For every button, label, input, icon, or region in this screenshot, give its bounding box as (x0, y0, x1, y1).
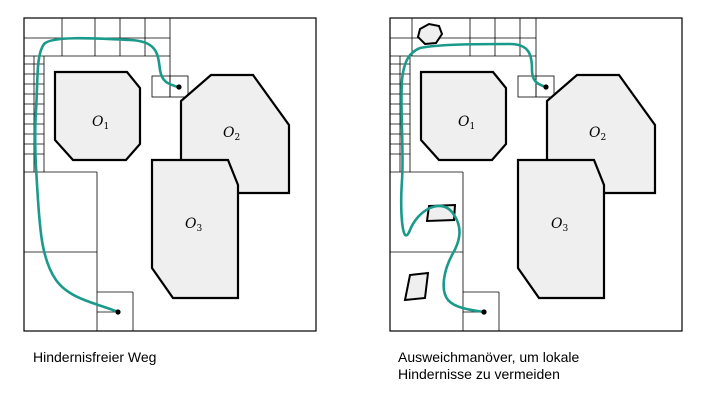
obstacle-o1-right (419, 70, 508, 162)
grid-left (24, 18, 189, 331)
label-o3-right: O3 (551, 216, 568, 234)
obstacle-o3-left (150, 158, 240, 300)
caption-right-line2: Hindernisse zu vermeiden (398, 366, 560, 382)
obstacle-o1-left (53, 70, 142, 162)
local-obstacle-bottom (403, 271, 430, 302)
caption-right-line1: Ausweichmanöver, um lokale (398, 349, 580, 365)
path-right (399, 42, 548, 314)
goal-point-left (176, 84, 182, 90)
local-obstacle-top (416, 22, 444, 46)
label-o2-right: O2 (589, 125, 606, 143)
obstacle-o3-right (516, 158, 606, 300)
panel-left: O1 O2 O3 (23, 17, 317, 332)
label-o3-left: O3 (185, 216, 202, 234)
panel-right: O1 O2 O3 (389, 17, 683, 332)
label-o1-right: O1 (458, 114, 475, 132)
path-left (33, 36, 180, 314)
start-point-left (115, 309, 121, 315)
goal-point-right (543, 84, 549, 90)
caption-right: Ausweichmanöver, um lokale Hindernisse z… (398, 349, 579, 383)
label-o1-left: O1 (92, 114, 109, 132)
caption-left: Hindernisfreier Weg (33, 349, 157, 365)
label-o2-left: O2 (223, 125, 240, 143)
start-point-right (481, 309, 487, 315)
